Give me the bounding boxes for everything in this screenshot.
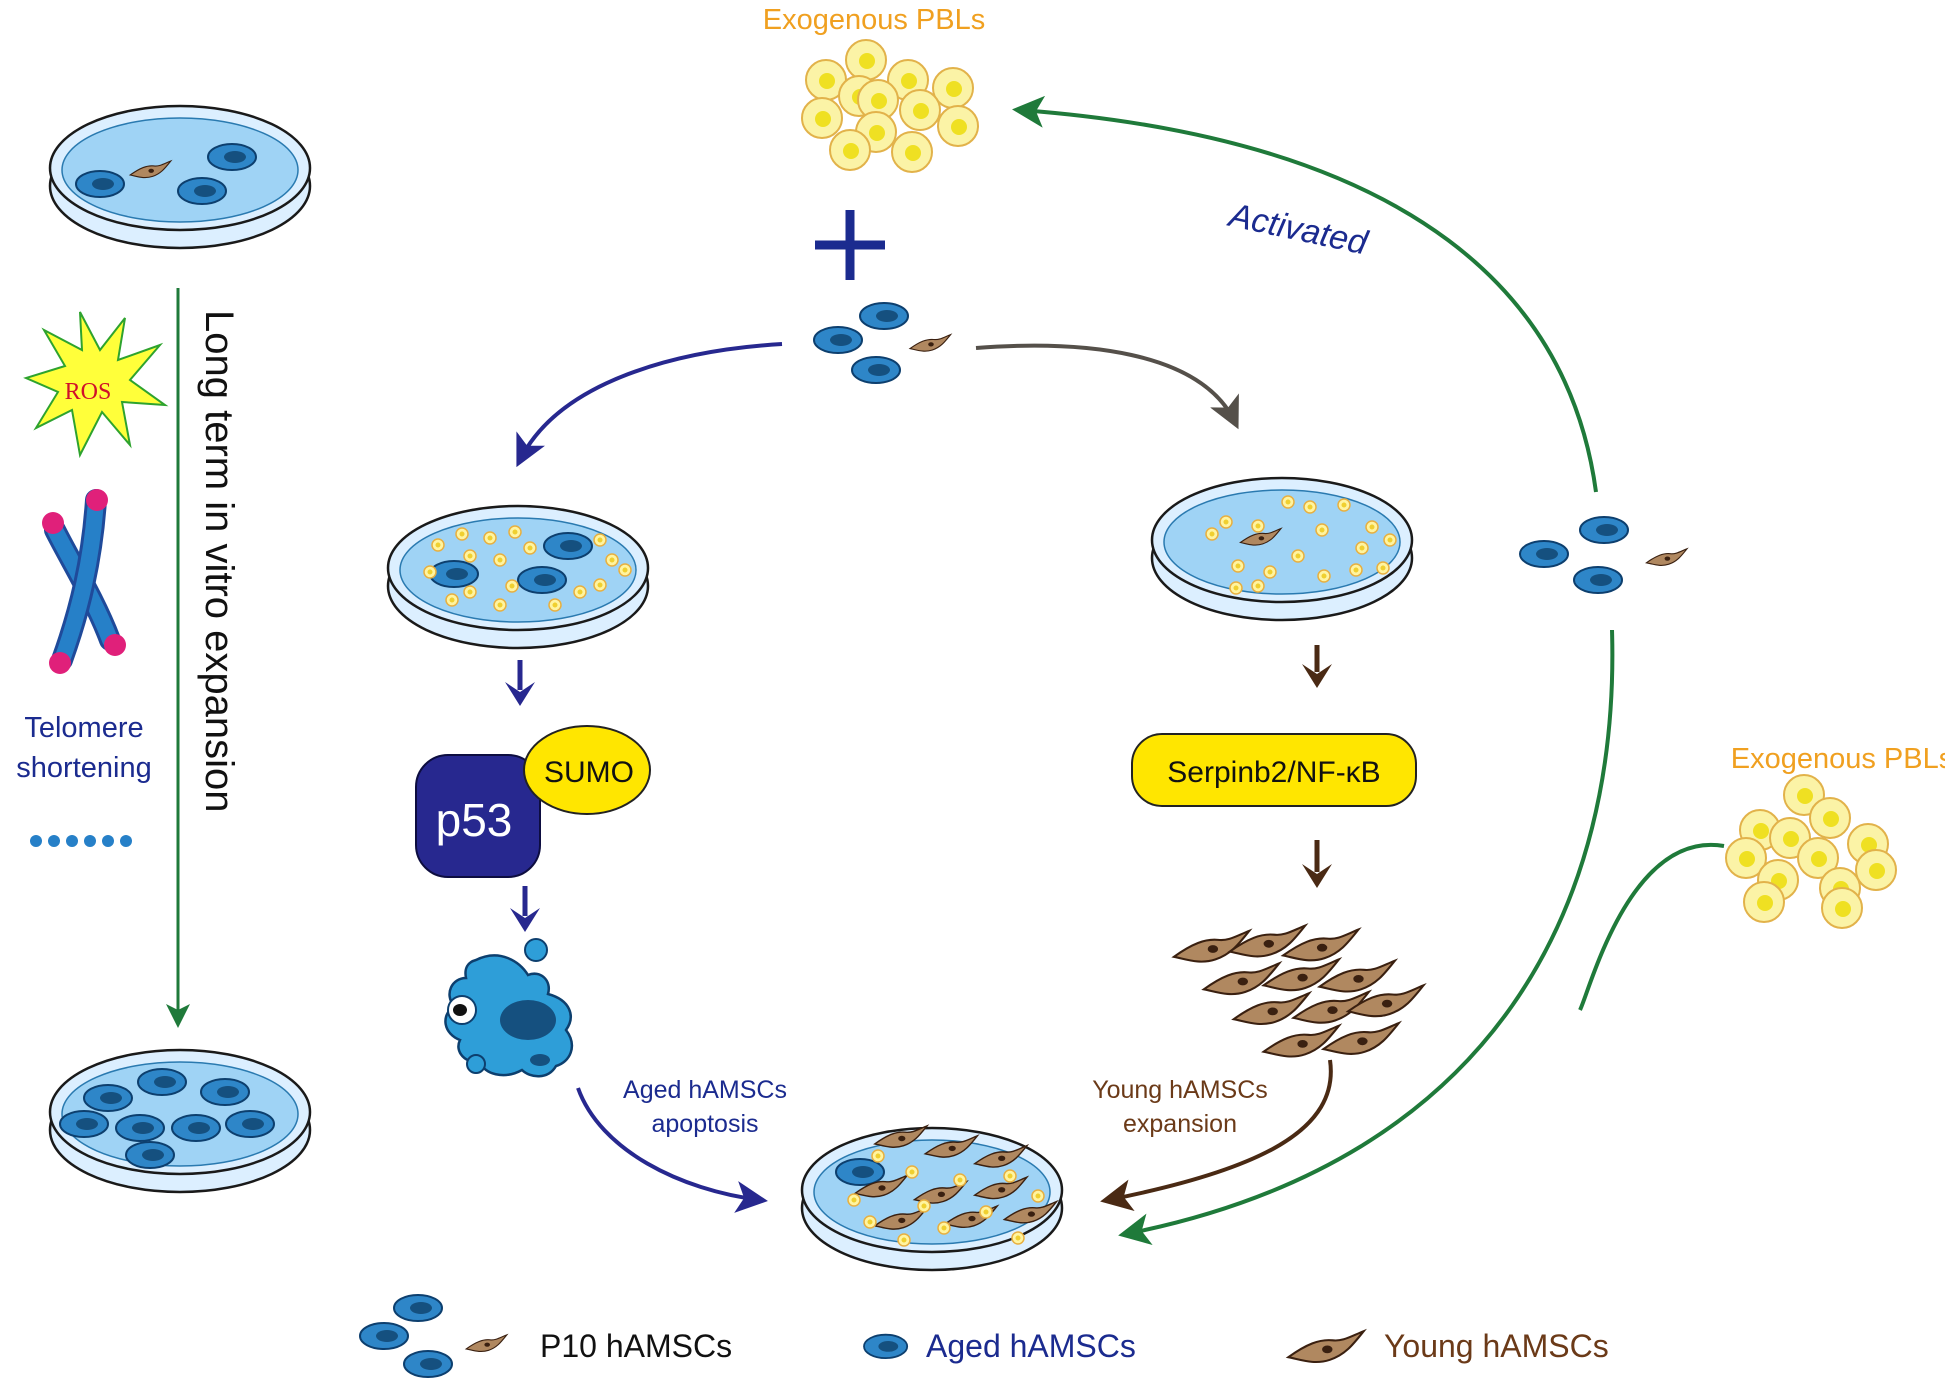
- legend-p10-label: P10 hAMSCs: [540, 1328, 732, 1364]
- arrow-young-to-final: [1100, 1059, 1333, 1212]
- plus-sign-icon: [815, 210, 885, 280]
- down-arrow-brown-1: [1302, 645, 1332, 688]
- arrow-to-right-dish: [975, 343, 1239, 430]
- telomere-label-2: shortening: [16, 752, 151, 784]
- down-arrow-brown-2: [1302, 840, 1332, 888]
- dish-coculture-left: [386, 504, 650, 650]
- sumo-label: SUMO: [544, 756, 634, 789]
- arrow-right-to-final: [1118, 629, 1615, 1246]
- telomere-label-1: Telomere: [24, 712, 143, 744]
- serpinb2-box: Serpinb2/NF-κB: [1131, 733, 1417, 807]
- dish-final: [800, 1125, 1064, 1272]
- legend-aged-label: Aged hAMSCs: [926, 1328, 1136, 1364]
- serpinb2-label: Serpinb2/NF-κB: [1167, 756, 1380, 789]
- p53-sumo-complex: SUMO p53: [415, 725, 651, 878]
- legend-young-icon: [1287, 1330, 1365, 1364]
- aged-apoptosis-label-1: Aged hAMSCs: [623, 1076, 787, 1104]
- young-expansion-label-1: Young hAMSCs: [1092, 1076, 1268, 1104]
- dish-late: [48, 1048, 312, 1194]
- apoptotic-cell-icon: [444, 938, 574, 1078]
- arrow-to-left-dish: [516, 342, 783, 468]
- exogenous-pbls-right-label: Exogenous PBLs: [1731, 743, 1945, 775]
- young-expansion-label-2: expansion: [1123, 1110, 1237, 1138]
- ros-burst: ROS: [23, 311, 169, 459]
- ros-label: ROS: [65, 379, 112, 405]
- young-cells-cluster: [1172, 924, 1425, 1058]
- p53-label: p53: [436, 794, 513, 846]
- legend-aged-icon: [863, 1333, 909, 1360]
- pbl-cluster-top: [801, 39, 979, 173]
- long-term-label: Long term in vitro expansion: [197, 310, 241, 813]
- down-arrow-blue-1: [505, 660, 535, 706]
- ellipsis-dots-icon: [30, 835, 132, 847]
- pbl-cluster-right: [1725, 774, 1897, 929]
- arrow-apoptosis-to-final: [576, 1087, 768, 1213]
- aged-apoptosis-label-2: apoptosis: [651, 1110, 758, 1138]
- p10-cells-center: [813, 302, 952, 384]
- down-arrow-blue-2: [510, 886, 540, 932]
- legend-young-label: Young hAMSCs: [1384, 1328, 1609, 1364]
- p10-cells-right: [1519, 516, 1688, 594]
- arrow-activated-to-pbls: [1012, 95, 1598, 493]
- legend-p10-icon: [359, 1294, 508, 1378]
- chromosome-icon: [42, 489, 126, 674]
- pbl-join-line: [1578, 842, 1725, 1011]
- activated-label: Activated: [1224, 196, 1372, 263]
- dish-early: [48, 104, 312, 250]
- dish-coculture-right: [1150, 476, 1414, 622]
- exogenous-pbls-top-label: Exogenous PBLs: [763, 4, 985, 36]
